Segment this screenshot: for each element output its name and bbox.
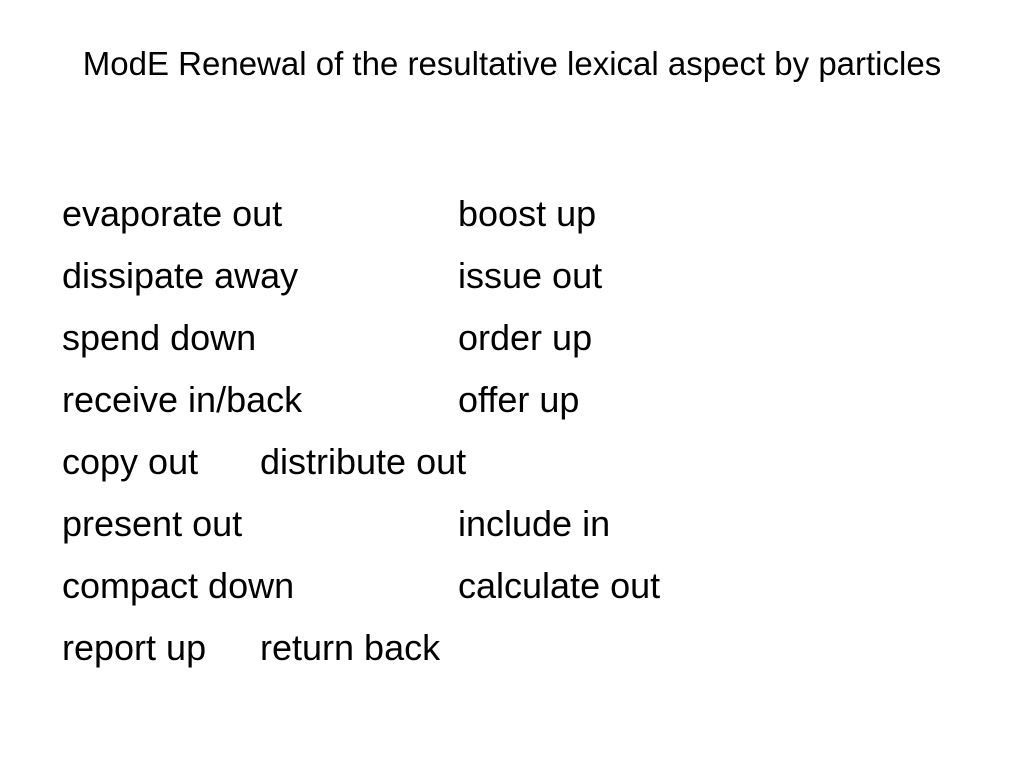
term-left: receive in/back [62,379,303,420]
term-right: order up [458,317,593,358]
term-right: calculate out [458,565,661,606]
term-list: evaporate out boost up dissipate away is… [62,190,962,686]
term-right: distribute out [260,441,467,482]
slide-title: ModE Renewal of the resultative lexical … [82,45,942,82]
term-row: dissipate away issue out [62,252,962,314]
term-left: copy out [62,441,199,482]
term-row: copy out distribute out [62,438,962,500]
term-left: present out [62,503,243,544]
term-left: compact down [62,565,295,606]
term-left: report up [62,627,207,668]
term-right: boost up [458,193,597,234]
term-row: compact down calculate out [62,562,962,624]
term-left: dissipate away [62,255,299,296]
term-right: return back [260,627,441,668]
term-row: report up return back [62,624,962,686]
term-row: present out include in [62,500,962,562]
term-right: include in [458,503,611,544]
term-row: receive in/back offer up [62,376,962,438]
term-row: spend down order up [62,314,962,376]
term-left: evaporate out [62,193,283,234]
term-right: issue out [458,255,603,296]
term-left: spend down [62,317,257,358]
term-row: evaporate out boost up [62,190,962,252]
term-right: offer up [458,379,580,420]
